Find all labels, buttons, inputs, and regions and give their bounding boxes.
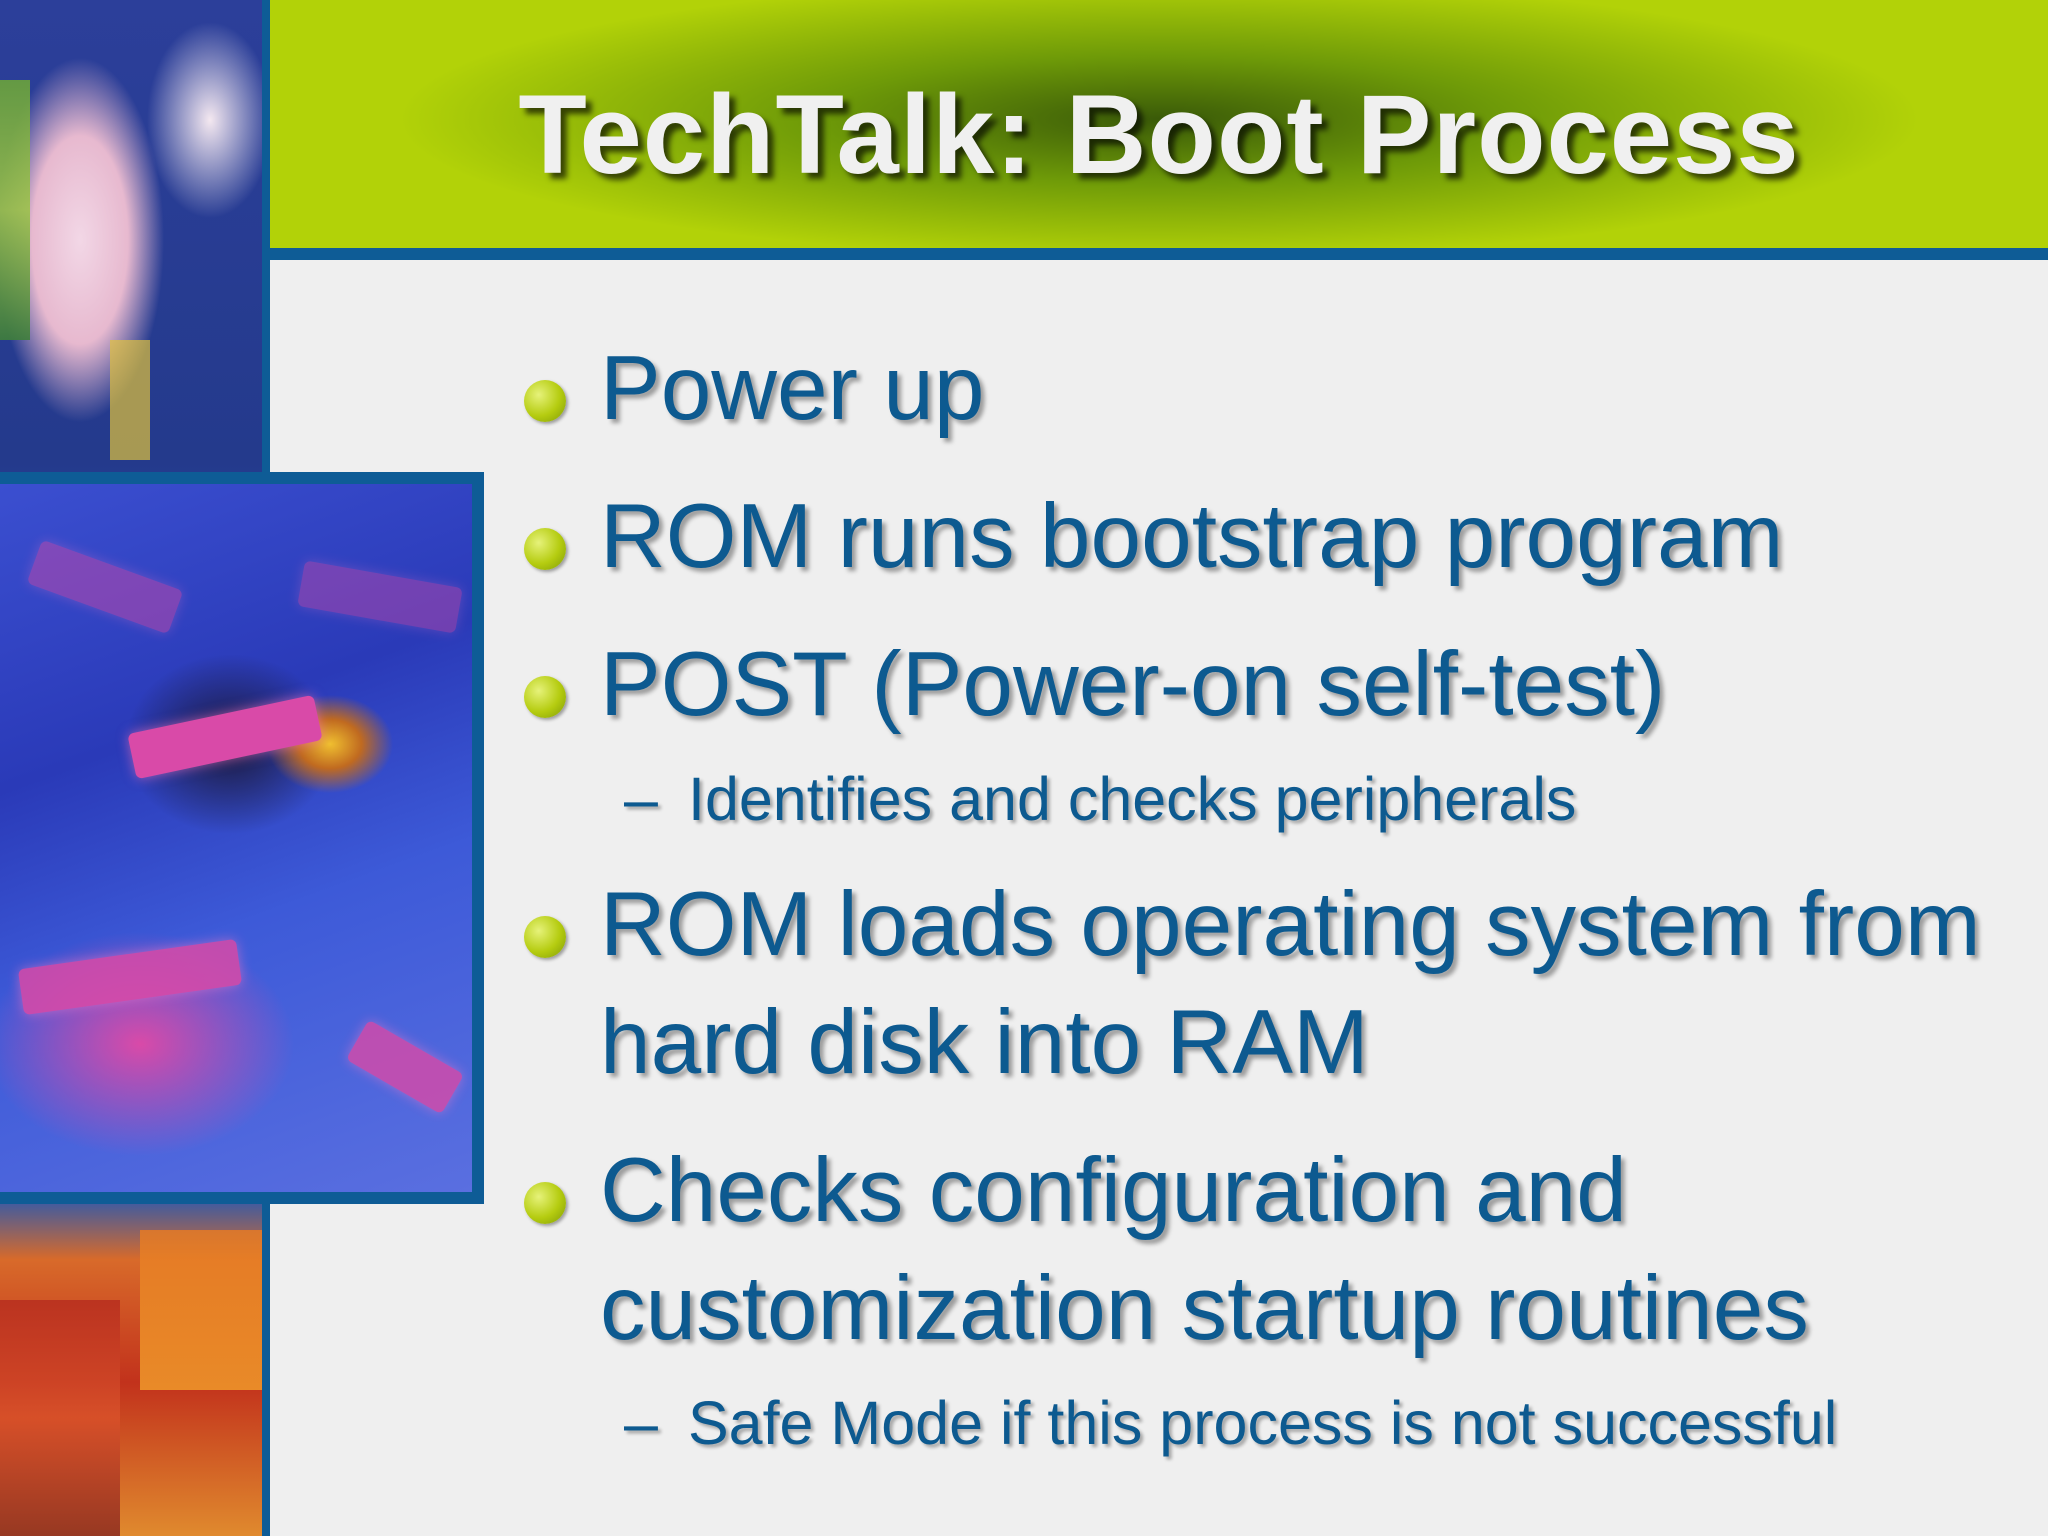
bullet-list: Power up ROM runs bootstrap program POST… xyxy=(520,330,2020,1490)
sub-bullet-text: Safe Mode if this process is not success… xyxy=(688,1389,1838,1457)
bullet-item: POST (Power-on self-test) xyxy=(520,626,2020,744)
bullet-text: Checks configuration and customization s… xyxy=(600,1140,1809,1359)
bullet-dot-icon xyxy=(524,380,566,422)
sub-bullet-dash: – xyxy=(624,1389,658,1457)
bullet-item: ROM runs bootstrap program xyxy=(520,478,2020,596)
bullet-item: Power up xyxy=(520,330,2020,448)
photo-chip xyxy=(17,938,243,1016)
bullet-dot-icon xyxy=(524,1182,566,1224)
art-red-band xyxy=(0,1300,120,1536)
bullet-item: Checks configuration and customization s… xyxy=(520,1132,2020,1368)
art-green-band xyxy=(0,80,30,340)
photo-chip xyxy=(345,1019,465,1115)
slide-title: TechTalk: Boot Process xyxy=(518,72,1800,197)
photo-chip xyxy=(127,694,323,780)
bullet-dot-icon xyxy=(524,676,566,718)
sub-bullet-item: – Safe Mode if this process is not succe… xyxy=(520,1382,2020,1464)
circuit-bug-photo xyxy=(0,472,484,1204)
bullet-text: POST (Power-on self-test) xyxy=(600,634,1666,735)
bullet-text: Power up xyxy=(600,338,985,439)
sub-bullet-text: Identifies and checks peripherals xyxy=(688,765,1577,833)
sub-bullet-item: – Identifies and checks peripherals xyxy=(520,758,2020,840)
bullet-dot-icon xyxy=(524,528,566,570)
bullet-item: ROM loads operating system from hard dis… xyxy=(520,866,2020,1102)
art-orange-band xyxy=(140,1230,262,1390)
header-rule xyxy=(262,248,2048,260)
bullet-dot-icon xyxy=(524,916,566,958)
bullet-text: ROM loads operating system from hard dis… xyxy=(600,874,1981,1093)
photo-chip xyxy=(26,539,184,635)
art-yellow-band xyxy=(110,340,150,460)
header-bar xyxy=(270,0,2048,248)
bullet-text: ROM runs bootstrap program xyxy=(600,486,1784,587)
photo-chip xyxy=(297,560,463,634)
sub-bullet-dash: – xyxy=(624,765,658,833)
